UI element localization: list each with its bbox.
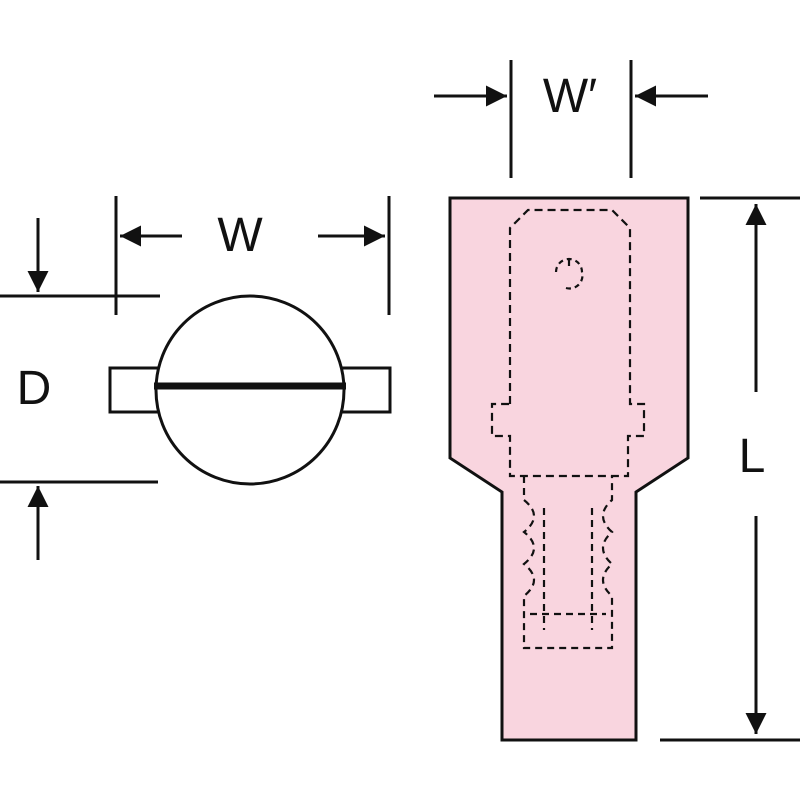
d-label: D	[17, 362, 52, 415]
w-label: W	[217, 209, 263, 262]
l-label: L	[739, 430, 766, 483]
hidden-dimple	[554, 257, 584, 290]
side-view	[108, 294, 392, 486]
hidden-barrel-serrations	[522, 476, 614, 650]
terminal-body	[448, 196, 690, 742]
l-dimension	[660, 196, 800, 742]
w-prime-dimension	[434, 60, 708, 178]
side-view-barrel	[154, 294, 346, 486]
w-prime-label: W′	[543, 70, 597, 123]
d-dimension	[0, 218, 160, 560]
hidden-tab-outline	[490, 208, 646, 478]
